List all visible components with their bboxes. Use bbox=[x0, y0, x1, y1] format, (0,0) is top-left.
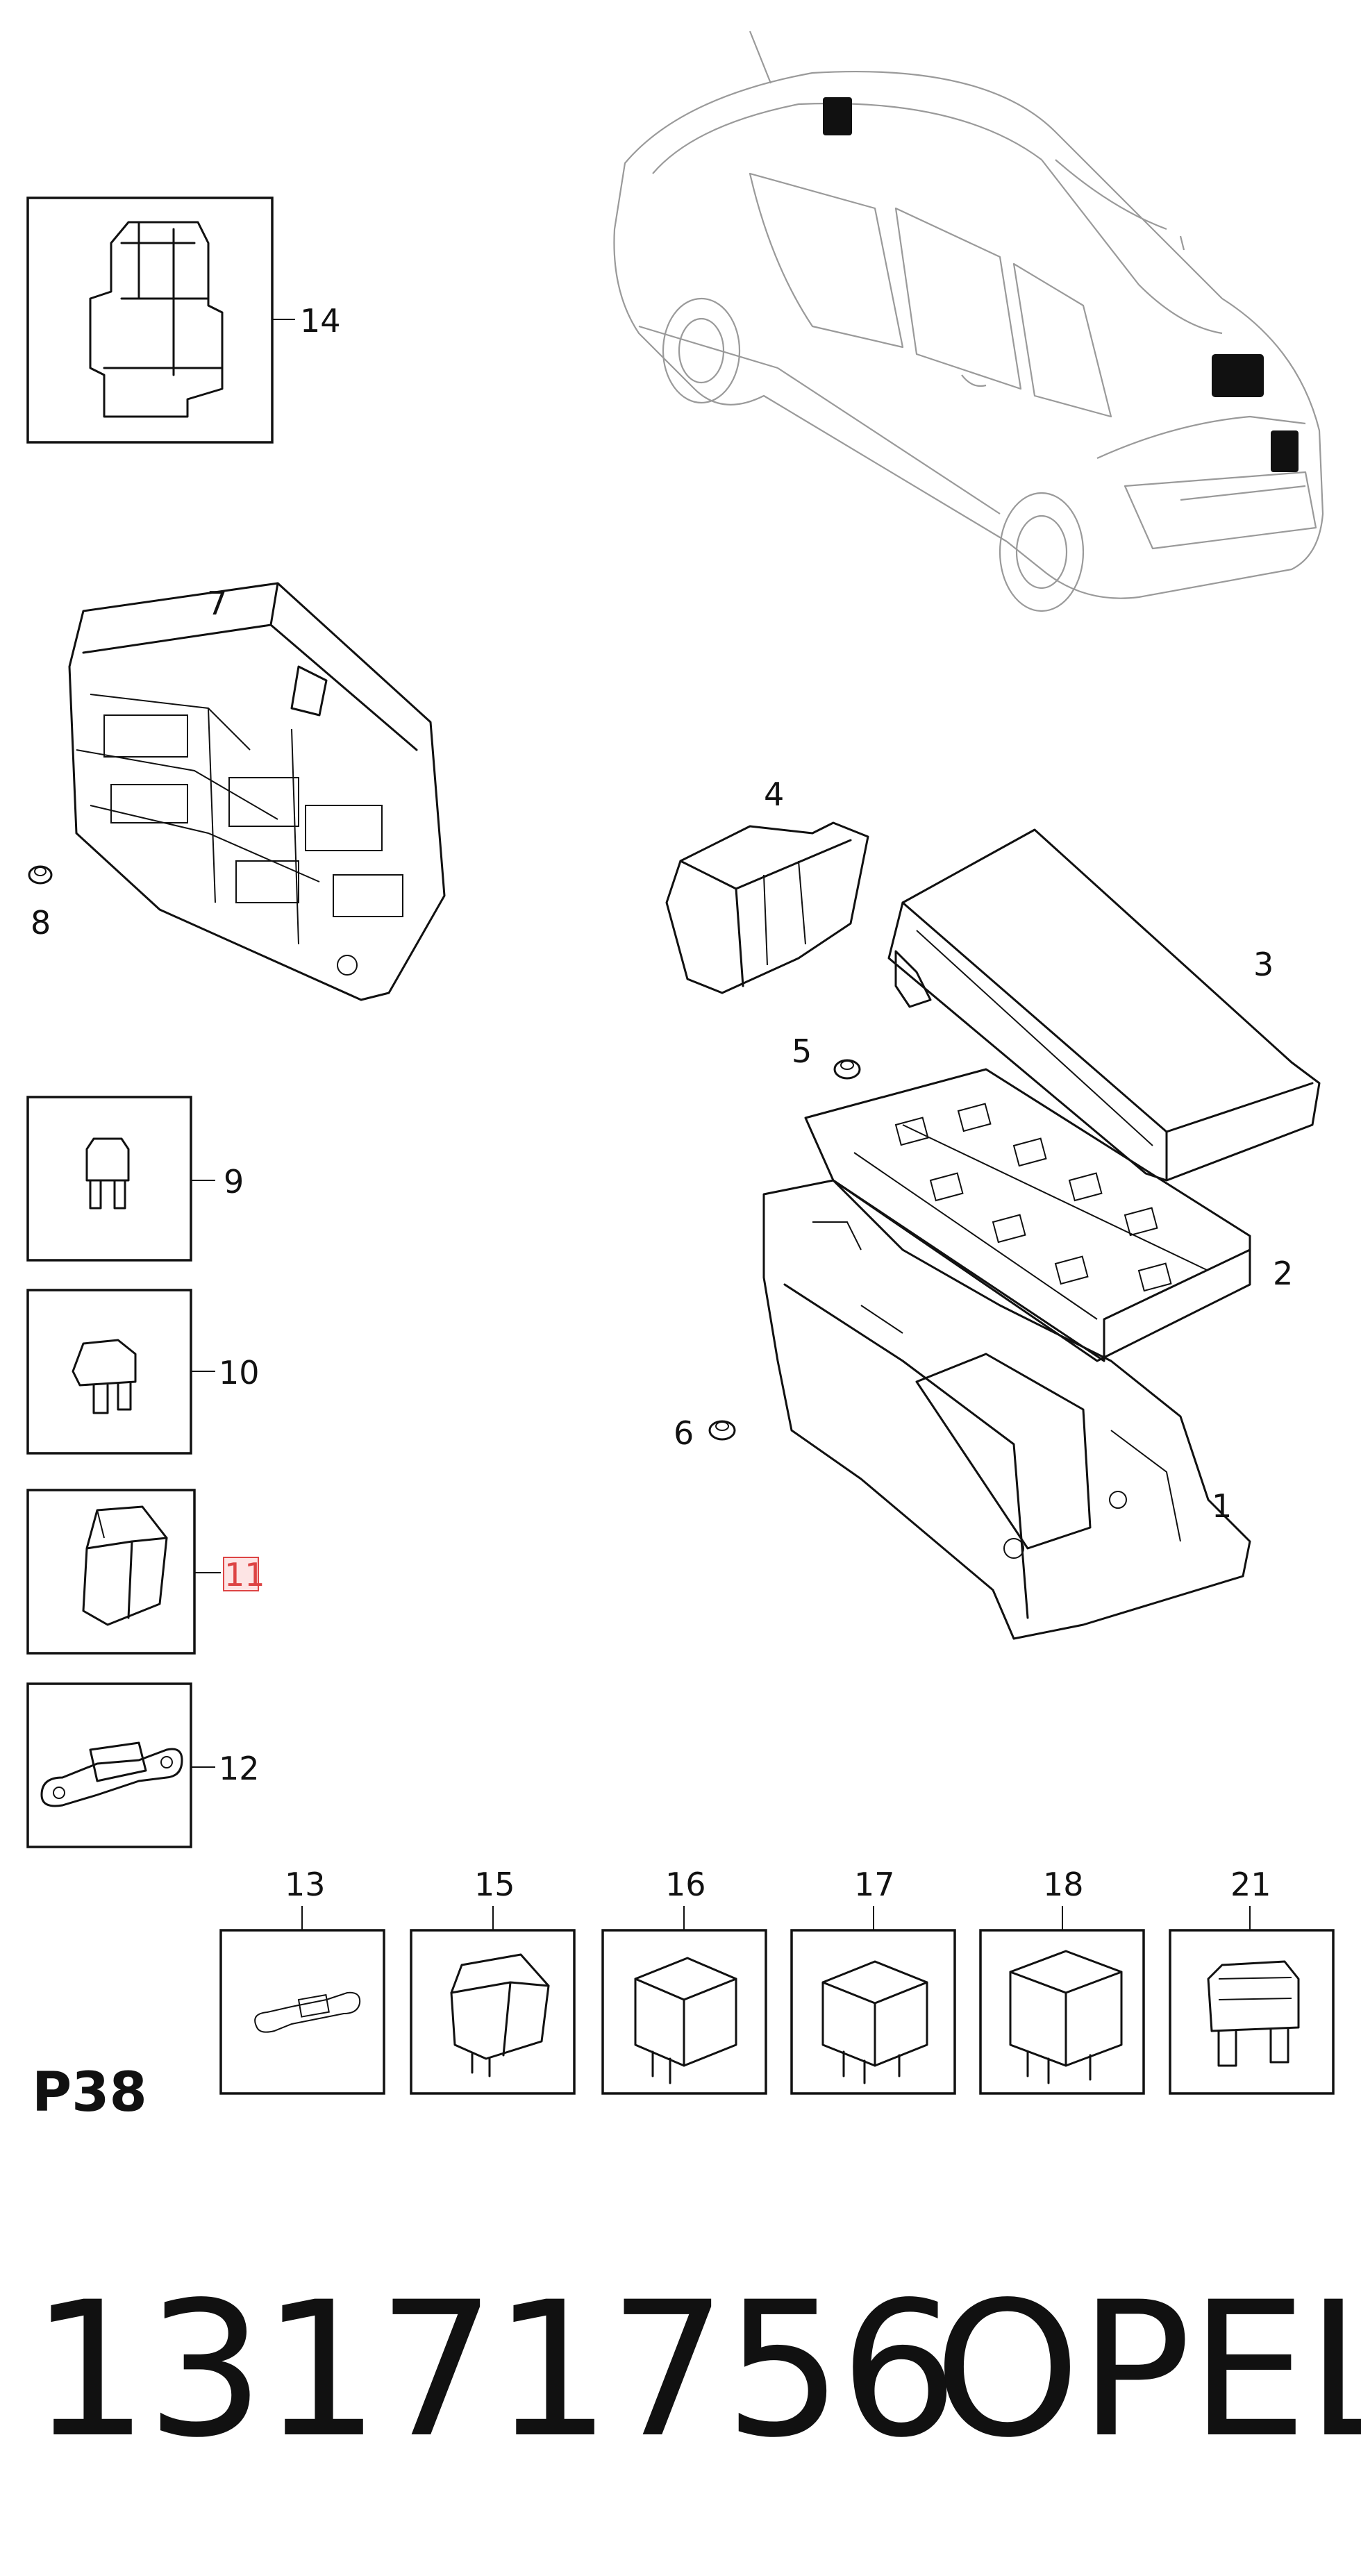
page-code: P38 bbox=[32, 2061, 147, 2124]
part-10-fuse bbox=[26, 1289, 215, 1455]
callout-10: 10 bbox=[219, 1354, 260, 1391]
callout-2: 2 bbox=[1273, 1255, 1293, 1292]
part-21-maxi-fuse bbox=[1169, 1906, 1335, 2095]
part-5-nut bbox=[833, 1059, 861, 1080]
callout-13: 13 bbox=[285, 1866, 326, 1903]
part-4-bracket bbox=[665, 821, 869, 994]
part-1-housing bbox=[762, 1179, 1251, 1640]
brand-name: OPEL bbox=[934, 2262, 1361, 2479]
callout-9: 9 bbox=[224, 1163, 244, 1201]
part-13-strip-fuse bbox=[219, 1906, 385, 2095]
callout-11: 11 bbox=[224, 1556, 265, 1594]
part-7-module bbox=[68, 582, 446, 1001]
part-2-fuse-block bbox=[804, 1068, 1251, 1362]
part-18-relay bbox=[979, 1906, 1145, 2095]
part-number: 13171756 bbox=[31, 2262, 958, 2479]
part-11-maxi-fuse bbox=[26, 1489, 221, 1655]
vehicle-illustration bbox=[613, 31, 1324, 612]
callout-5: 5 bbox=[792, 1032, 812, 1070]
part-15-relay bbox=[410, 1906, 576, 2095]
part-12-strip-fuse bbox=[26, 1682, 215, 1848]
callout-4: 4 bbox=[764, 776, 784, 813]
callout-16: 16 bbox=[665, 1866, 706, 1903]
part-17-relay bbox=[790, 1906, 956, 2095]
callout-15: 15 bbox=[474, 1866, 515, 1903]
part-14-clip bbox=[26, 196, 295, 444]
callout-12: 12 bbox=[219, 1750, 260, 1787]
callout-labels: 1 2 3 4 5 6 7 8 9 10 11 12 13 14 15 16 1… bbox=[31, 302, 1293, 1903]
callout-6: 6 bbox=[674, 1414, 694, 1452]
part-3-cover bbox=[887, 828, 1321, 1182]
part-6-nut bbox=[708, 1420, 736, 1441]
part-9-mini-fuse bbox=[26, 1096, 215, 1262]
callout-8: 8 bbox=[31, 904, 51, 942]
part-16-relay bbox=[601, 1906, 767, 2095]
callout-1: 1 bbox=[1212, 1487, 1232, 1525]
callout-11-highlight bbox=[223, 1557, 259, 1591]
callout-17: 17 bbox=[854, 1866, 895, 1903]
callout-18: 18 bbox=[1043, 1866, 1084, 1903]
part-8-nut bbox=[28, 865, 53, 885]
callout-3: 3 bbox=[1253, 946, 1274, 983]
callout-21: 21 bbox=[1230, 1866, 1271, 1903]
callout-7: 7 bbox=[207, 585, 227, 622]
callout-14: 14 bbox=[300, 302, 341, 340]
